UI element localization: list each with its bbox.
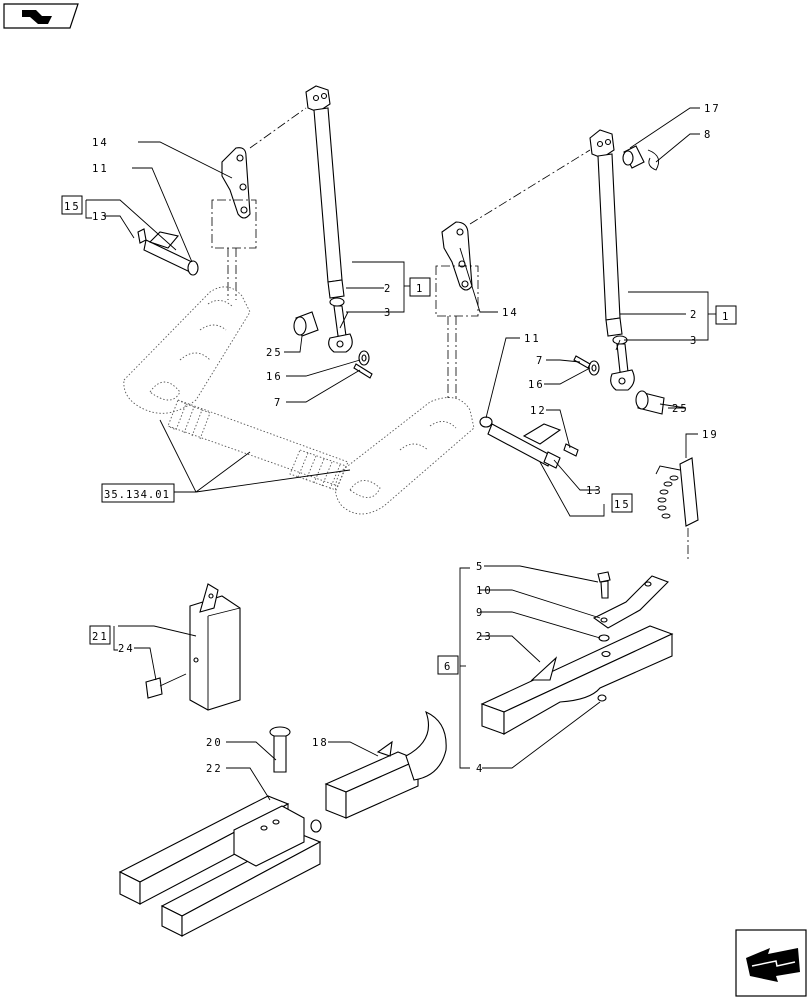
- box-6[interactable]: [437, 655, 459, 675]
- callout-21[interactable]: 21: [92, 631, 109, 643]
- callout-25-right: 25: [672, 403, 689, 415]
- cross-shaft: [167, 399, 349, 491]
- box-ref[interactable]: [101, 483, 175, 503]
- drawbar-plate-10: [592, 575, 669, 629]
- callout-12: 12: [530, 405, 547, 417]
- callout-17: 17: [704, 103, 721, 115]
- callout-3-left: 3: [384, 307, 392, 319]
- hook-18: [324, 710, 447, 819]
- left-pin-25: [293, 311, 319, 337]
- tow-bracket-22: [118, 795, 322, 937]
- callout-2-left: 2: [384, 283, 392, 295]
- callout-3-right: 3: [690, 335, 698, 347]
- next-nav-icon[interactable]: [735, 929, 807, 997]
- callout-16-left: 16: [266, 371, 283, 383]
- callout-1-right[interactable]: 1: [722, 311, 730, 323]
- callout-9: 9: [476, 607, 484, 619]
- box-1-right[interactable]: [715, 305, 737, 325]
- left-clip-7: [353, 363, 373, 379]
- box-15-left[interactable]: [61, 195, 83, 215]
- right-link-dashline: [447, 316, 457, 400]
- toplink-dashline-left: [249, 107, 307, 149]
- callout-8: 8: [704, 129, 712, 141]
- toplink-dashline-right: [469, 149, 591, 225]
- callout-15-right[interactable]: 15: [614, 499, 631, 511]
- box-1-left[interactable]: [409, 277, 431, 297]
- left-bracket-outline: [211, 199, 257, 249]
- callout-7-right: 7: [536, 355, 544, 367]
- callout-11-left: 11: [92, 163, 109, 175]
- right-bracket-14: [441, 221, 473, 291]
- left-washer-16: [358, 350, 370, 366]
- callout-14-left: 14: [92, 137, 109, 149]
- callout-1-left[interactable]: 1: [416, 283, 424, 295]
- callout-23: 23: [476, 631, 493, 643]
- right-pin-assembly: [479, 416, 579, 469]
- right-washer-16: [588, 360, 600, 376]
- callout-20: 20: [206, 737, 223, 749]
- callout-4: 4: [476, 763, 484, 775]
- washer-9: [598, 634, 610, 642]
- back-nav-icon[interactable]: [3, 3, 79, 29]
- lift-arm-left: [123, 286, 251, 414]
- callout-13-left: 13: [92, 211, 109, 223]
- bolt-5: [597, 571, 611, 599]
- callout-16-right: 16: [528, 379, 545, 391]
- box-21[interactable]: [89, 625, 111, 645]
- left-pin-13: [137, 228, 199, 276]
- lift-arm-right: [335, 397, 475, 515]
- pin-20: [269, 726, 291, 773]
- callout-24: 24: [118, 643, 135, 655]
- callout-6[interactable]: 6: [444, 661, 452, 673]
- left-toplink-rod: [305, 85, 353, 353]
- callout-2-right: 2: [690, 309, 698, 321]
- callout-5: 5: [476, 561, 484, 573]
- right-toplink-rod: [589, 129, 635, 391]
- callout-25-left: 25: [266, 347, 283, 359]
- callout-13-right: 13: [586, 485, 603, 497]
- right-pin-25: [635, 390, 665, 415]
- callout-14-right: 14: [502, 307, 519, 319]
- right-clip-7: [573, 355, 591, 369]
- left-bracket-14: [221, 147, 251, 219]
- leader-lines: [85, 107, 716, 801]
- right-clip-8: [647, 149, 660, 171]
- callout-18: 18: [312, 737, 329, 749]
- bracket-21: [189, 583, 241, 711]
- callout-15-left[interactable]: 15: [64, 201, 81, 213]
- callout-22: 22: [206, 763, 223, 775]
- right-pin-17: [622, 145, 645, 169]
- left-link-dashline: [227, 248, 237, 300]
- callout-10: 10: [476, 585, 493, 597]
- chain-19: [655, 457, 699, 560]
- ref-35-134-01[interactable]: 35.134.01: [104, 489, 170, 501]
- box-15-right[interactable]: [611, 493, 633, 513]
- callout-11-right: 11: [524, 333, 541, 345]
- wing-bolt-24: [145, 673, 187, 699]
- callout-7-left: 7: [274, 397, 282, 409]
- drawbar-6: [480, 625, 674, 735]
- right-bracket-outline: [435, 265, 479, 317]
- callout-19: 19: [702, 429, 719, 441]
